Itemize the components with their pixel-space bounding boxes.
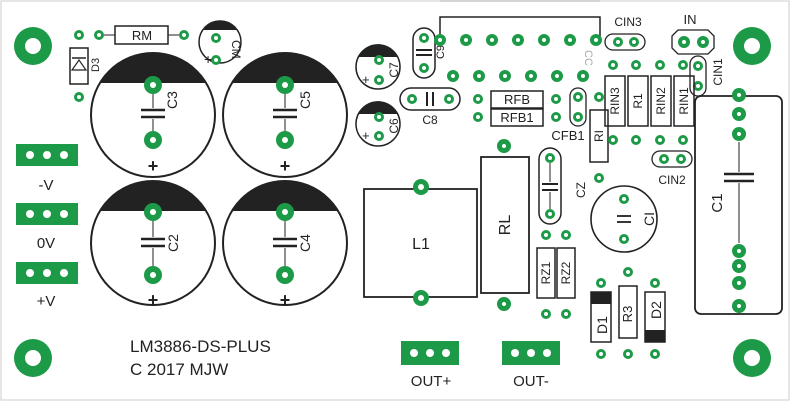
label-cin1: CIN1 <box>711 58 725 86</box>
power-connector-pos-v <box>16 262 78 284</box>
c6-plus-mark: + <box>362 128 370 143</box>
capacitor-cz <box>538 147 562 225</box>
c7-plus-mark: + <box>362 72 370 87</box>
resistor-rm <box>94 25 189 45</box>
capacitor-c7 <box>355 44 401 90</box>
capacitor-c2 <box>90 180 216 306</box>
mounting-hole-top-left <box>14 27 52 65</box>
label-rin1: RIN1 <box>677 87 691 115</box>
resistor-rz2 <box>556 230 576 319</box>
resistor-rin1 <box>673 60 695 145</box>
label-c5: C5 <box>297 91 313 109</box>
label-rfb1: RFB1 <box>500 110 533 125</box>
c5-plus-mark: + <box>280 156 291 176</box>
output-connector-minus <box>502 341 560 365</box>
mounting-hole-top-right <box>733 27 771 65</box>
diode-d2 <box>644 278 666 359</box>
board-copyright: C 2017 MJW <box>130 360 228 379</box>
label-ri: RI <box>592 130 606 142</box>
cm-plus-mark: + <box>204 51 212 67</box>
diode-d1 <box>590 278 612 359</box>
label-cc: CC <box>582 50 594 66</box>
label-rz1: RZ1 <box>539 261 553 284</box>
label-r3: R3 <box>620 306 635 323</box>
resistor-r1 <box>627 60 649 145</box>
mounting-hole-bottom-left <box>14 339 52 377</box>
capacitor-c6 <box>355 101 401 147</box>
label-ci: CI <box>641 212 657 226</box>
label-pos-v: +V <box>37 293 56 310</box>
label-d1: D1 <box>594 316 610 334</box>
label-c3: C3 <box>164 91 180 109</box>
resistor-ri <box>589 92 609 183</box>
label-rz2: RZ2 <box>559 261 573 284</box>
ic-header <box>434 16 602 82</box>
capacitor-cm <box>198 20 242 65</box>
capacitor-cfb1 <box>569 87 587 127</box>
input-connector <box>671 29 715 55</box>
resistor-rz1 <box>536 230 556 319</box>
c3-plus-mark: + <box>148 156 159 176</box>
label-l1: L1 <box>412 236 430 253</box>
label-out-plus: OUT+ <box>411 373 452 390</box>
label-c7: C7 <box>387 62 401 78</box>
label-rin3: RIN3 <box>608 87 622 115</box>
label-rm: RM <box>132 28 152 43</box>
capacitor-cin2 <box>651 150 693 168</box>
c2-plus-mark: + <box>148 290 159 310</box>
label-in: IN <box>684 12 697 27</box>
label-d3: D3 <box>90 58 102 72</box>
label-r1: R1 <box>631 93 645 109</box>
label-cin2: CIN2 <box>658 173 686 187</box>
diode-d3 <box>69 30 89 102</box>
label-c4: C4 <box>297 234 313 252</box>
label-c6: C6 <box>387 118 401 134</box>
label-cz: CZ <box>574 182 588 198</box>
capacitor-ci <box>590 185 658 253</box>
label-d2: D2 <box>648 301 664 319</box>
label-cin3: CIN3 <box>614 15 642 29</box>
capacitor-c8 <box>399 87 461 111</box>
capacitor-cin1 <box>689 55 707 97</box>
capacitor-c4 <box>222 180 348 306</box>
resistor-rl <box>480 139 530 311</box>
label-c1: C1 <box>709 193 726 212</box>
power-connector-neg-v <box>16 144 78 166</box>
capacitor-c3 <box>90 52 216 178</box>
capacitor-c5 <box>222 52 348 178</box>
board-title: LM3886-DS-PLUS <box>130 337 271 356</box>
label-rin2: RIN2 <box>654 87 668 115</box>
label-c9: C9 <box>435 45 447 59</box>
resistor-r3 <box>618 267 638 359</box>
capacitor-cin3 <box>604 33 646 51</box>
output-connector-plus <box>401 341 459 365</box>
capacitor-c1 <box>694 88 783 315</box>
power-connector-0v <box>16 203 78 225</box>
label-out-minus: OUT- <box>513 373 549 390</box>
label-cm: CM <box>229 40 243 59</box>
label-c8: C8 <box>422 113 438 127</box>
resistor-rin2 <box>650 60 672 145</box>
label-cfb1: CFB1 <box>551 128 584 143</box>
resistor-rfb <box>473 90 561 109</box>
mounting-hole-bottom-right <box>733 339 771 377</box>
label-rl: RL <box>497 215 514 236</box>
inductor-l1 <box>363 179 478 306</box>
label-c2: C2 <box>165 234 181 252</box>
resistor-rin3 <box>604 60 626 145</box>
c4-plus-mark: + <box>280 290 291 310</box>
label-neg-v: -V <box>39 177 54 194</box>
label-rfb: RFB <box>504 92 530 107</box>
capacitor-c9 <box>412 27 436 79</box>
resistor-rfb1 <box>473 108 561 127</box>
label-0v: 0V <box>37 235 55 252</box>
